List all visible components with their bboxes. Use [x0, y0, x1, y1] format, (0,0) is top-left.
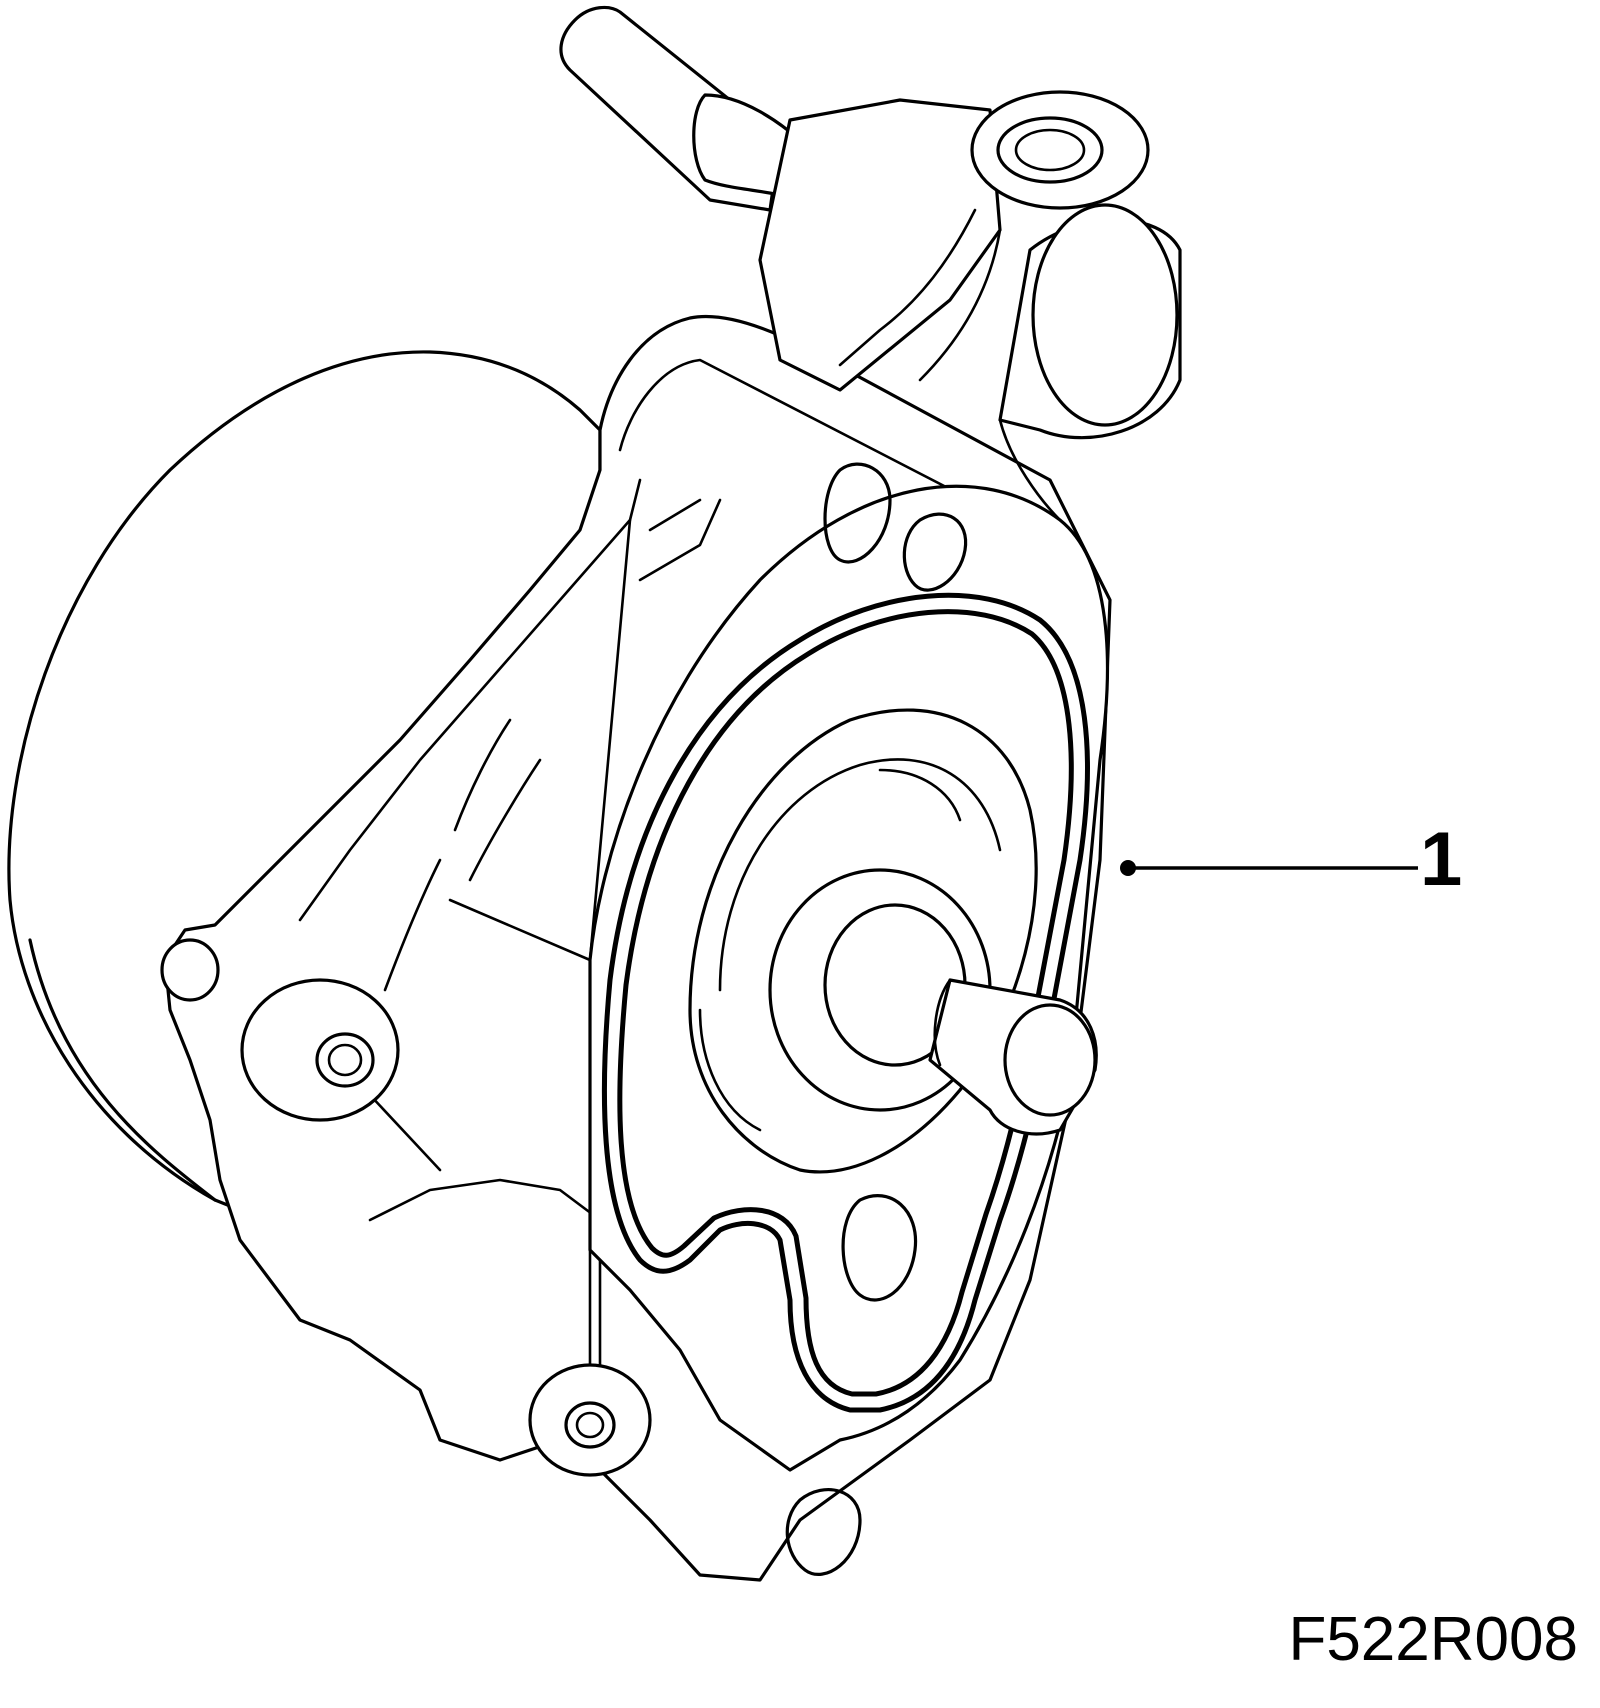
callout-1-label: 1 [1420, 817, 1463, 902]
figure-reference-code: F522R008 [1288, 1605, 1578, 1674]
rotor-bore [688, 708, 1038, 1174]
outlet-pipe [559, 5, 1150, 392]
o-ring-seal [601, 592, 1090, 1413]
drive-shaft [768, 868, 1098, 1136]
callout-1-leader [1120, 860, 1418, 876]
pipe-cap [998, 203, 1182, 522]
mounting-lug-bottom [528, 1363, 652, 1477]
flange-holes [785, 462, 968, 1576]
mounting-lug-left [160, 938, 400, 1122]
